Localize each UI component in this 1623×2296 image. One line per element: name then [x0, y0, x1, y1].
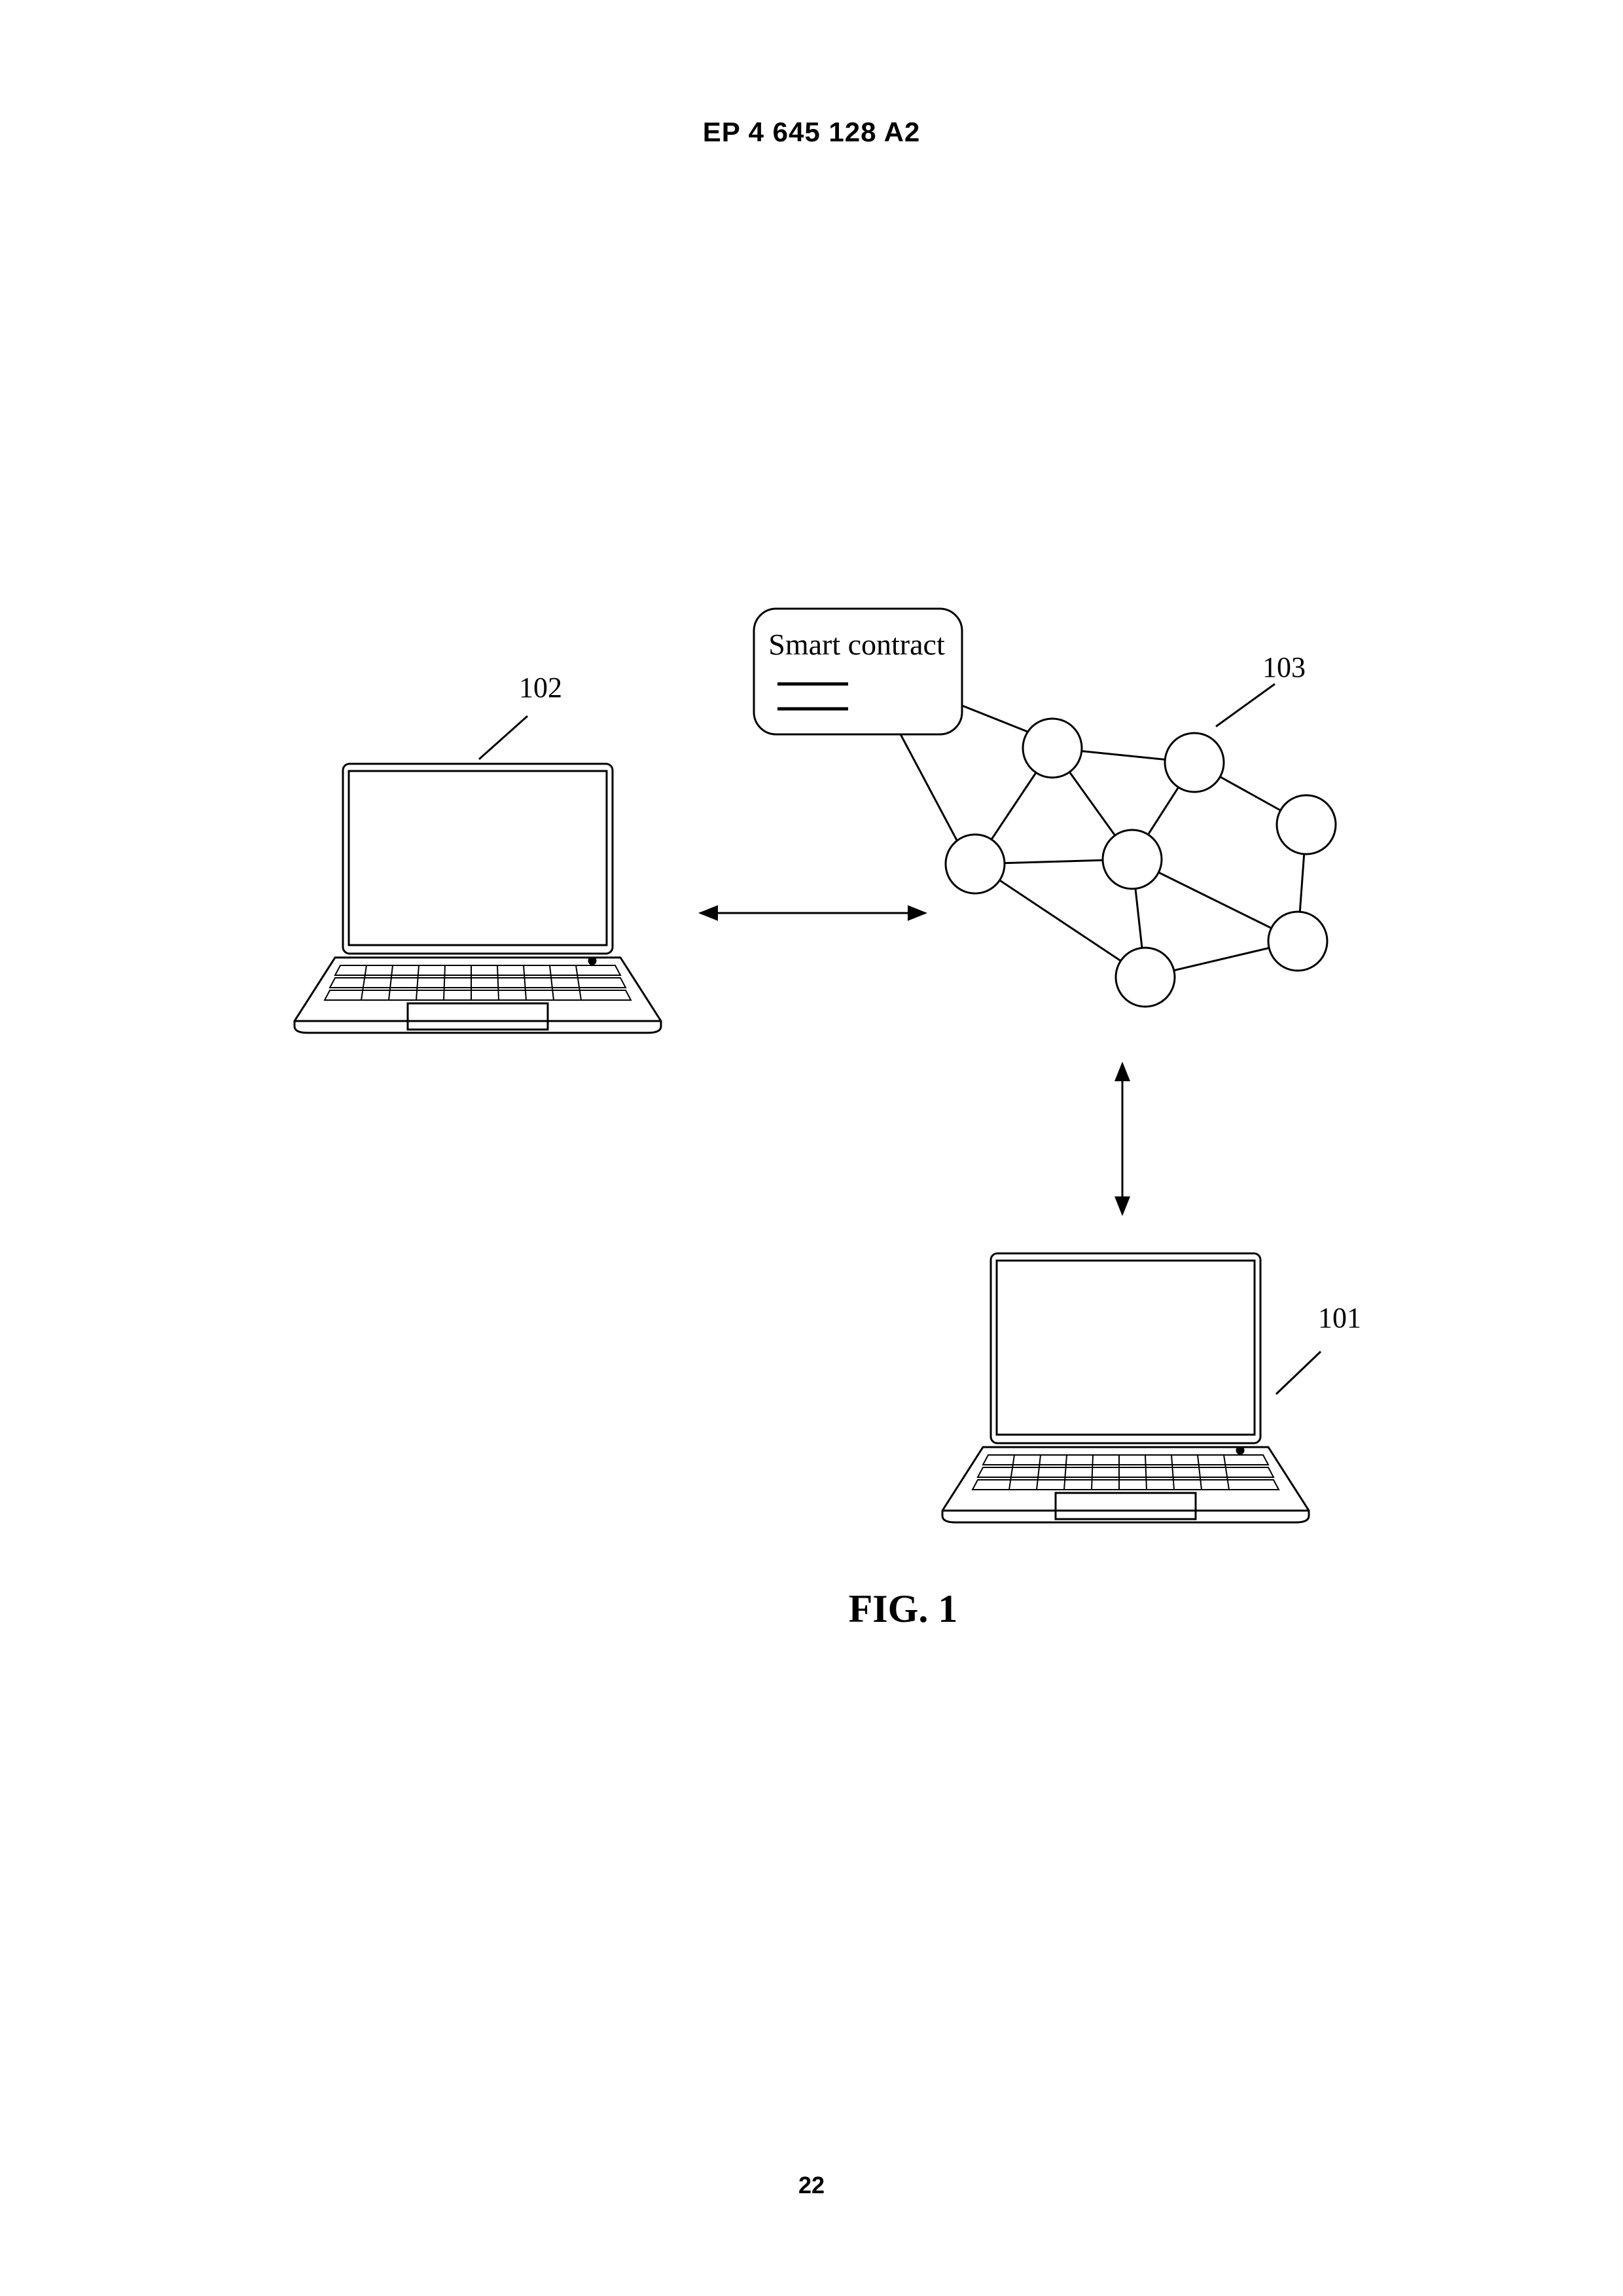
smart-contract-label: Smart contract — [768, 628, 945, 661]
leader-line-102 — [479, 716, 527, 759]
figure-caption: FIG. 1 — [849, 1587, 958, 1630]
ref-label-102: 102 — [519, 672, 562, 704]
laptop-102 — [294, 764, 661, 1033]
node-2 — [1165, 733, 1224, 792]
node-3 — [1277, 795, 1336, 854]
page-number: 22 — [0, 2172, 1623, 2199]
leader-line-101 — [1276, 1352, 1321, 1394]
node-4 — [946, 834, 1005, 893]
ref-label-101: 101 — [1318, 1302, 1361, 1334]
node-6 — [1268, 912, 1327, 971]
blockchain-network-103 — [900, 706, 1336, 1007]
node-5 — [1103, 830, 1162, 889]
leader-line-103 — [1216, 684, 1275, 726]
node-1 — [1023, 719, 1082, 778]
network-nodes — [946, 719, 1336, 1007]
node-7 — [1116, 948, 1175, 1007]
laptop-101 — [942, 1253, 1309, 1522]
smart-contract-box: Smart contract — [754, 609, 962, 734]
ref-label-103: 103 — [1262, 651, 1306, 683]
